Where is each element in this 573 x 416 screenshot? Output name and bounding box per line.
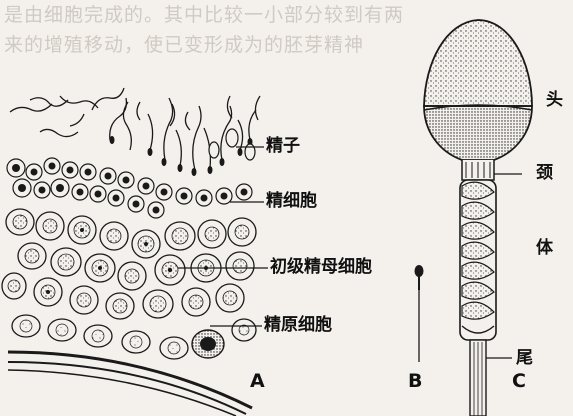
panel-b-sperm [415,265,424,362]
label-head: 头 [546,92,563,109]
label-neck: 颈 [536,165,553,182]
label-primary-spermatocyte: 初级精母细胞 [270,259,372,276]
label-tail: 尾 [516,350,533,367]
label-sperm: 精子 [266,138,300,155]
panel-a-tissue [2,88,268,416]
panel-label-b: B [408,372,422,391]
label-spermatogonium: 精原细胞 [264,317,332,334]
label-spermatid: 精细胞 [266,193,317,210]
panel-label-c: C [512,372,526,391]
label-body: 体 [536,240,553,257]
panel-label-a: A [250,372,265,391]
